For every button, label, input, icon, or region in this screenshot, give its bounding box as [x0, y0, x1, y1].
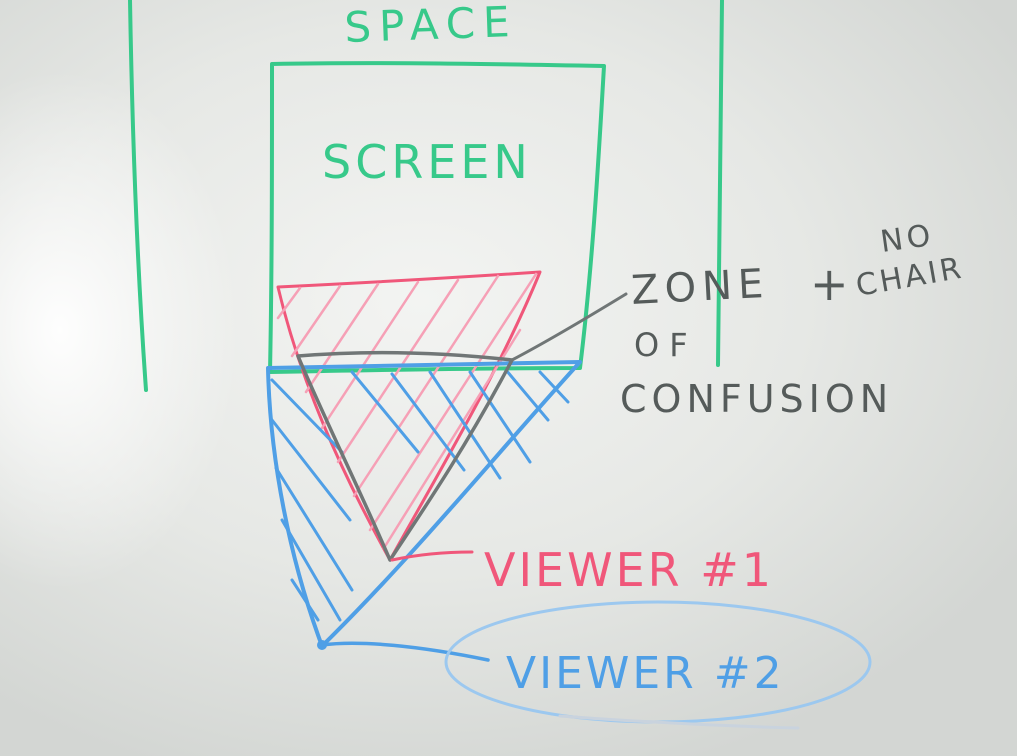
zone-label-line1: ZONE	[630, 261, 770, 314]
viewer-2-triangle	[266, 360, 582, 648]
viewer-1-label: VIEWER #1	[484, 543, 774, 597]
zone-of-confusion-outline	[296, 350, 514, 562]
zone-label-line2: OF	[634, 326, 698, 364]
screen-box	[268, 61, 606, 374]
zone-plus-sign: +	[810, 257, 849, 311]
chair-label: CHAIR	[853, 251, 966, 304]
viewer-1-hatching	[276, 272, 538, 550]
viewer-2-hatching	[270, 368, 570, 622]
viewer-2-pointer	[320, 641, 490, 662]
no-label: NO	[878, 218, 936, 260]
left-wall-line	[128, 0, 148, 392]
zone-label-line3: CONFUSION	[620, 377, 893, 421]
viewer-2-label: VIEWER #2	[506, 648, 785, 699]
viewer-1-pointer	[390, 550, 474, 562]
space-label: SPACE	[344, 0, 519, 52]
faint-underline	[558, 714, 800, 730]
right-wall-line	[716, 0, 724, 367]
zone-pointer-line	[510, 292, 628, 362]
screen-label: SCREEN	[322, 135, 532, 189]
